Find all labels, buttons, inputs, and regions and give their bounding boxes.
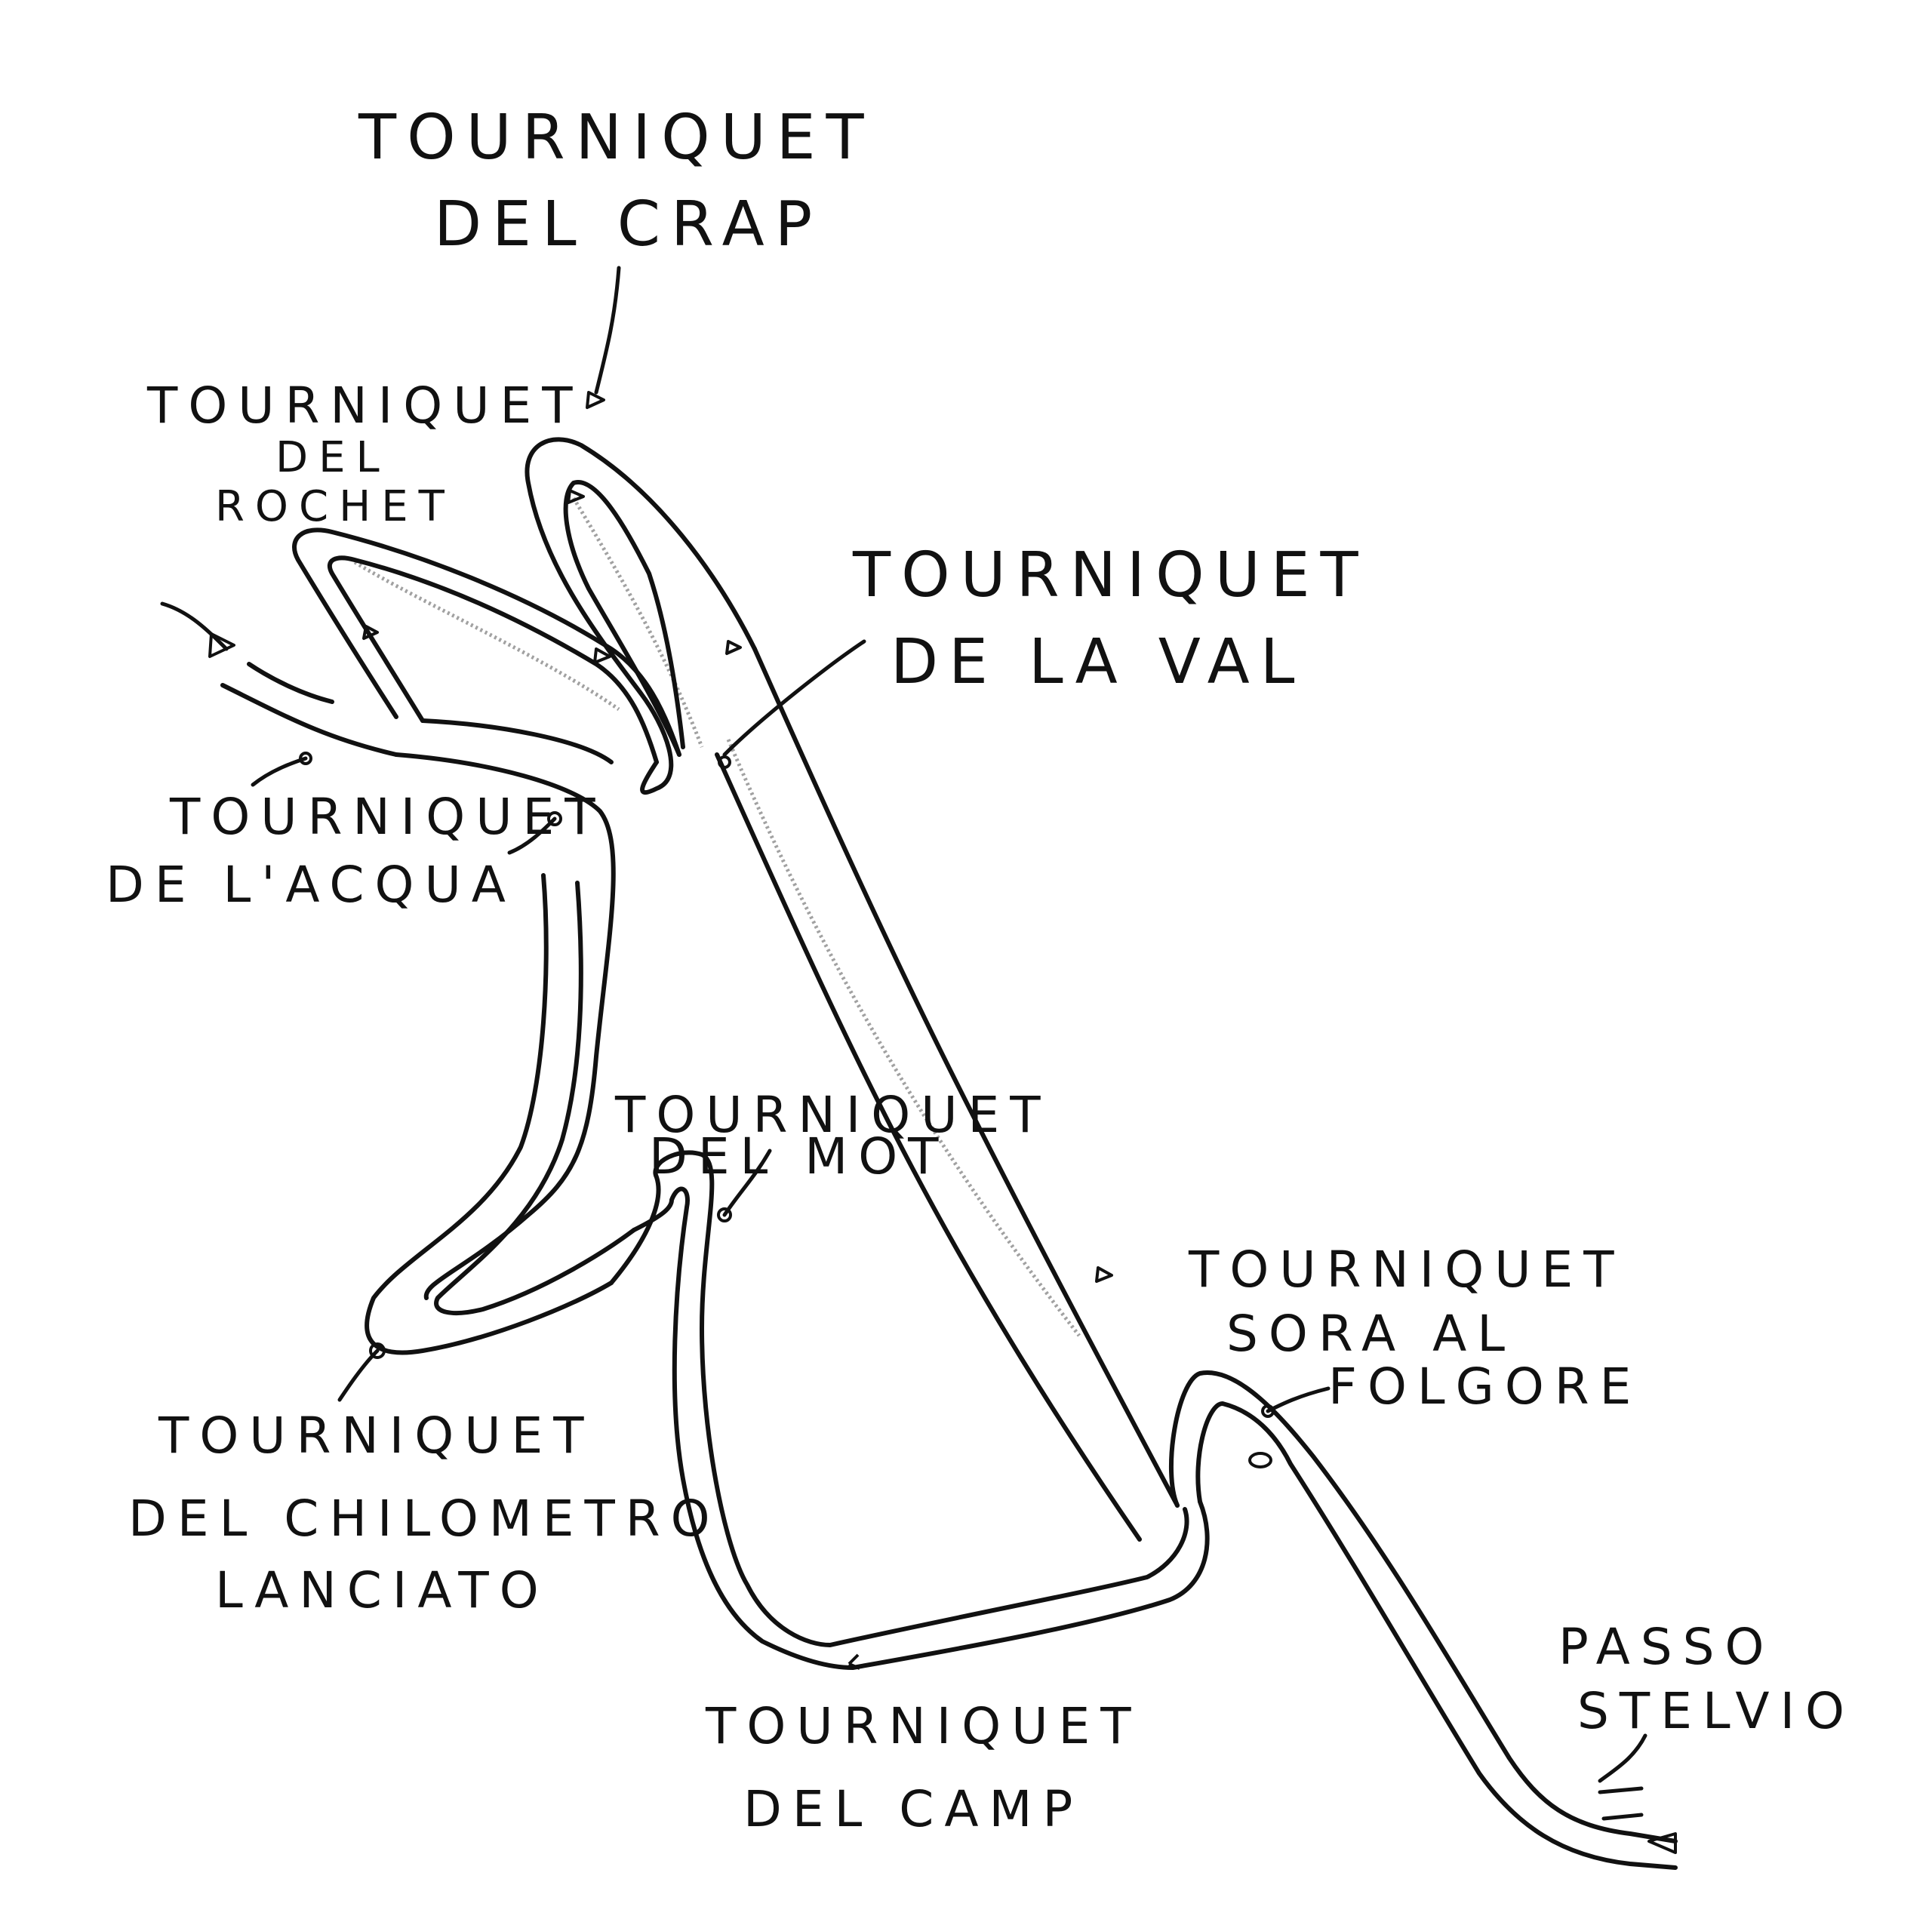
pointer-mot xyxy=(722,1149,772,1217)
road-mot-inner-edge xyxy=(632,1186,1210,1670)
road-mot-outer-edge xyxy=(609,1150,1189,1647)
marker-val xyxy=(725,640,742,655)
label-tourniquet-del-crap: TOURNIQUET DEL CRAP xyxy=(358,102,875,260)
label-folgore-line3: FOLGORE xyxy=(1328,1358,1641,1416)
marker-stelvio-end xyxy=(1647,1832,1677,1854)
marker-mot-dot xyxy=(717,1207,732,1222)
label-chilometro-line2: DEL CHILOMETRO xyxy=(128,1490,721,1548)
marker-rochet xyxy=(362,625,379,640)
label-tourniquet-del-camp: TOURNIQUET DEL CAMP xyxy=(705,1697,1142,1838)
marker-crap-lower xyxy=(593,647,611,664)
pointer-val xyxy=(722,639,866,757)
label-mot-line1: TOURNIQUET xyxy=(614,1086,1051,1144)
pointer-chilometro xyxy=(337,1348,380,1402)
road-chilometro-inner-edge xyxy=(434,881,636,1315)
pointer-entry xyxy=(160,601,229,651)
road-crap-outer-edge xyxy=(525,437,757,795)
marker-folgore-road xyxy=(1248,1452,1272,1468)
label-crap-line2: DEL CRAP xyxy=(434,189,823,260)
label-tourniquet-del-mot: TOURNIQUET DEL MOT xyxy=(614,1086,1051,1185)
road-folgore-inner-edge xyxy=(1195,1401,1678,1870)
marker-crap-top xyxy=(586,391,605,409)
label-stelvio-line1: PASSO xyxy=(1558,1618,1774,1676)
road-folgore-outer-edge xyxy=(1168,1370,1678,1844)
label-tourniquet-del-rochet: TOURNIQUET DEL ROCHET xyxy=(146,377,583,531)
label-mot-line2: DEL MOT xyxy=(649,1127,949,1185)
label-tourniquet-del-chilometro-lanciato: TOURNIQUET DEL CHILOMETRO LANCIATO xyxy=(128,1407,721,1619)
label-camp-line2: DEL CAMP xyxy=(743,1780,1083,1838)
pointer-stelvio xyxy=(1598,1733,1647,1783)
pencil-shading-straight xyxy=(353,497,1081,1337)
label-crap-line1: TOURNIQUET xyxy=(358,102,875,174)
label-rochet-line2: DEL xyxy=(275,433,390,482)
label-passo-stelvio: PASSO STELVIO xyxy=(1558,1618,1855,1740)
label-stelvio-line2: STELVIO xyxy=(1577,1682,1855,1740)
marker-crap-inner xyxy=(567,489,585,504)
label-folgore-line1: TOURNIQUET xyxy=(1188,1241,1625,1299)
direction-markers xyxy=(208,391,1677,1854)
marker-acqua-left-dot xyxy=(299,752,312,765)
label-camp-line1: TOURNIQUET xyxy=(705,1697,1142,1755)
marker-entry xyxy=(208,632,235,658)
label-val-line2: DE LA VAL xyxy=(891,626,1305,698)
road-entry-edge-lower xyxy=(247,662,334,704)
label-chilometro-line3: LANCIATO xyxy=(215,1561,549,1619)
road-entry-edge-upper xyxy=(220,683,398,757)
pointer-folgore xyxy=(1266,1386,1331,1413)
marker-chilometro-dot xyxy=(369,1342,386,1359)
road-acqua-inner-edge xyxy=(420,718,614,764)
marker-val-dot xyxy=(718,755,731,769)
pointer-acqua-left xyxy=(251,756,308,787)
label-tourniquet-sora-al-folgore: TOURNIQUET SORA AL FOLGORE xyxy=(1188,1241,1641,1416)
pointer-crap xyxy=(594,266,621,395)
marker-camp xyxy=(848,1653,860,1670)
label-rochet-line3: ROCHET xyxy=(215,482,455,531)
marker-folgore-dot xyxy=(1261,1404,1275,1418)
road-crap-inner-edge xyxy=(563,480,685,757)
label-tourniquet-de-l-acqua: TOURNIQUET DE L'ACQUA xyxy=(106,788,606,914)
marker-straight xyxy=(1095,1266,1113,1283)
label-chilometro-line1: TOURNIQUET xyxy=(158,1407,595,1465)
label-acqua-line2: DE L'ACQUA xyxy=(106,856,516,914)
road-chilometro-outer-edge xyxy=(365,873,614,1355)
label-folgore-line2: SORA AL xyxy=(1226,1305,1515,1363)
marker-acqua-dot xyxy=(547,811,562,826)
label-tourniquet-de-la-val: TOURNIQUET DE LA VAL xyxy=(852,540,1369,698)
label-val-line1: TOURNIQUET xyxy=(852,540,1369,611)
road-straight-inner-edge xyxy=(715,752,1142,1542)
road-straight-outer-edge xyxy=(752,647,1180,1508)
label-rochet-line1: TOURNIQUET xyxy=(146,377,583,435)
label-acqua-line1: TOURNIQUET xyxy=(169,788,606,846)
marker-stelvio-lines xyxy=(1598,1786,1644,1821)
